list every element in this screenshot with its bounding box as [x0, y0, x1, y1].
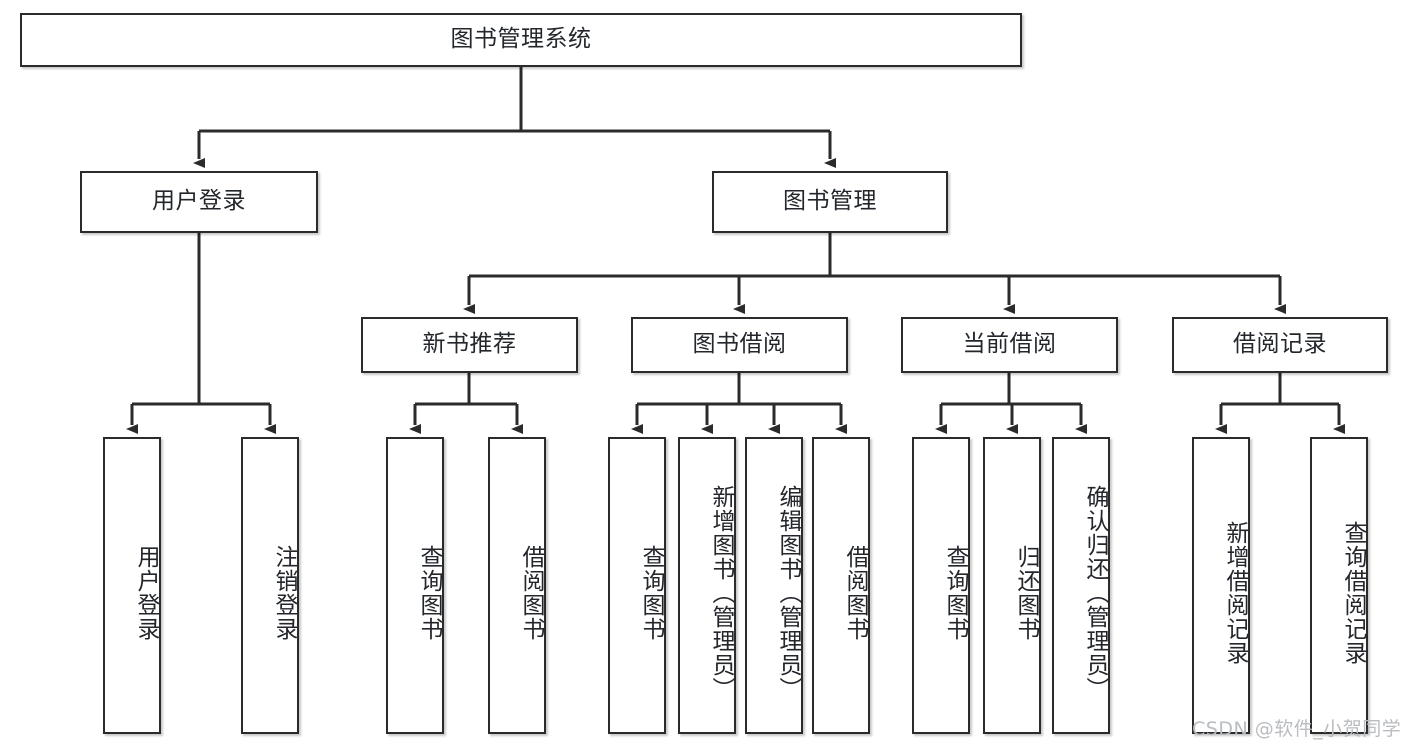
node-label: 新增借阅记录	[1222, 520, 1248, 665]
level3-node[interactable]: 当前借阅	[901, 317, 1118, 373]
leaf-node[interactable]: 借阅图书	[812, 437, 870, 734]
node-label: 查询图书	[416, 544, 442, 641]
level3-node[interactable]: 新书推荐	[361, 317, 578, 373]
leaf-node[interactable]: 注销登录	[241, 437, 299, 734]
node-label: 查询图书	[942, 544, 968, 641]
node-label: 用户登录	[133, 544, 159, 641]
node-label: 查询图书	[638, 544, 664, 641]
node-label: 归还图书	[1013, 544, 1039, 641]
node-label: 图书借阅	[692, 331, 787, 358]
level2-node[interactable]: 图书管理	[712, 171, 948, 233]
node-label: 当前借阅	[962, 331, 1057, 358]
leaf-node[interactable]: 借阅图书	[488, 437, 546, 734]
node-label: 编辑图书（管理员）	[775, 484, 801, 701]
node-label: 新增图书（管理员）	[708, 484, 734, 701]
node-label: 注销登录	[271, 544, 297, 641]
level3-node[interactable]: 图书借阅	[631, 317, 848, 373]
leaf-node[interactable]: 编辑图书（管理员）	[745, 437, 803, 734]
node-label: 借阅图书	[518, 544, 544, 641]
leaf-node[interactable]: 查询图书	[608, 437, 666, 734]
node-label: 图书管理	[783, 188, 877, 215]
level2-node[interactable]: 用户登录	[80, 171, 318, 233]
leaf-node[interactable]: 查询借阅记录	[1310, 437, 1368, 734]
leaf-node[interactable]: 确认归还（管理员）	[1052, 437, 1110, 734]
node-label: 新书推荐	[422, 331, 517, 358]
leaf-node[interactable]: 新增图书（管理员）	[678, 437, 736, 734]
leaf-node[interactable]: 查询图书	[912, 437, 970, 734]
leaf-node[interactable]: 新增借阅记录	[1192, 437, 1250, 734]
node-label: 借阅记录	[1233, 331, 1327, 358]
node-label: 确认归还（管理员）	[1082, 484, 1108, 701]
leaf-node[interactable]: 用户登录	[103, 437, 161, 734]
node-label: 查询借阅记录	[1340, 520, 1366, 665]
leaf-node[interactable]: 查询图书	[386, 437, 444, 734]
leaf-node[interactable]: 归还图书	[983, 437, 1041, 734]
node-label: 借阅图书	[842, 544, 868, 641]
csdn-watermark: CSDN @软件_小贺同学	[1192, 718, 1402, 740]
root-node[interactable]: 图书管理系统	[20, 13, 1022, 67]
node-label: 图书管理系统	[450, 26, 592, 53]
level3-node[interactable]: 借阅记录	[1172, 317, 1388, 373]
node-label: 用户登录	[152, 188, 246, 215]
